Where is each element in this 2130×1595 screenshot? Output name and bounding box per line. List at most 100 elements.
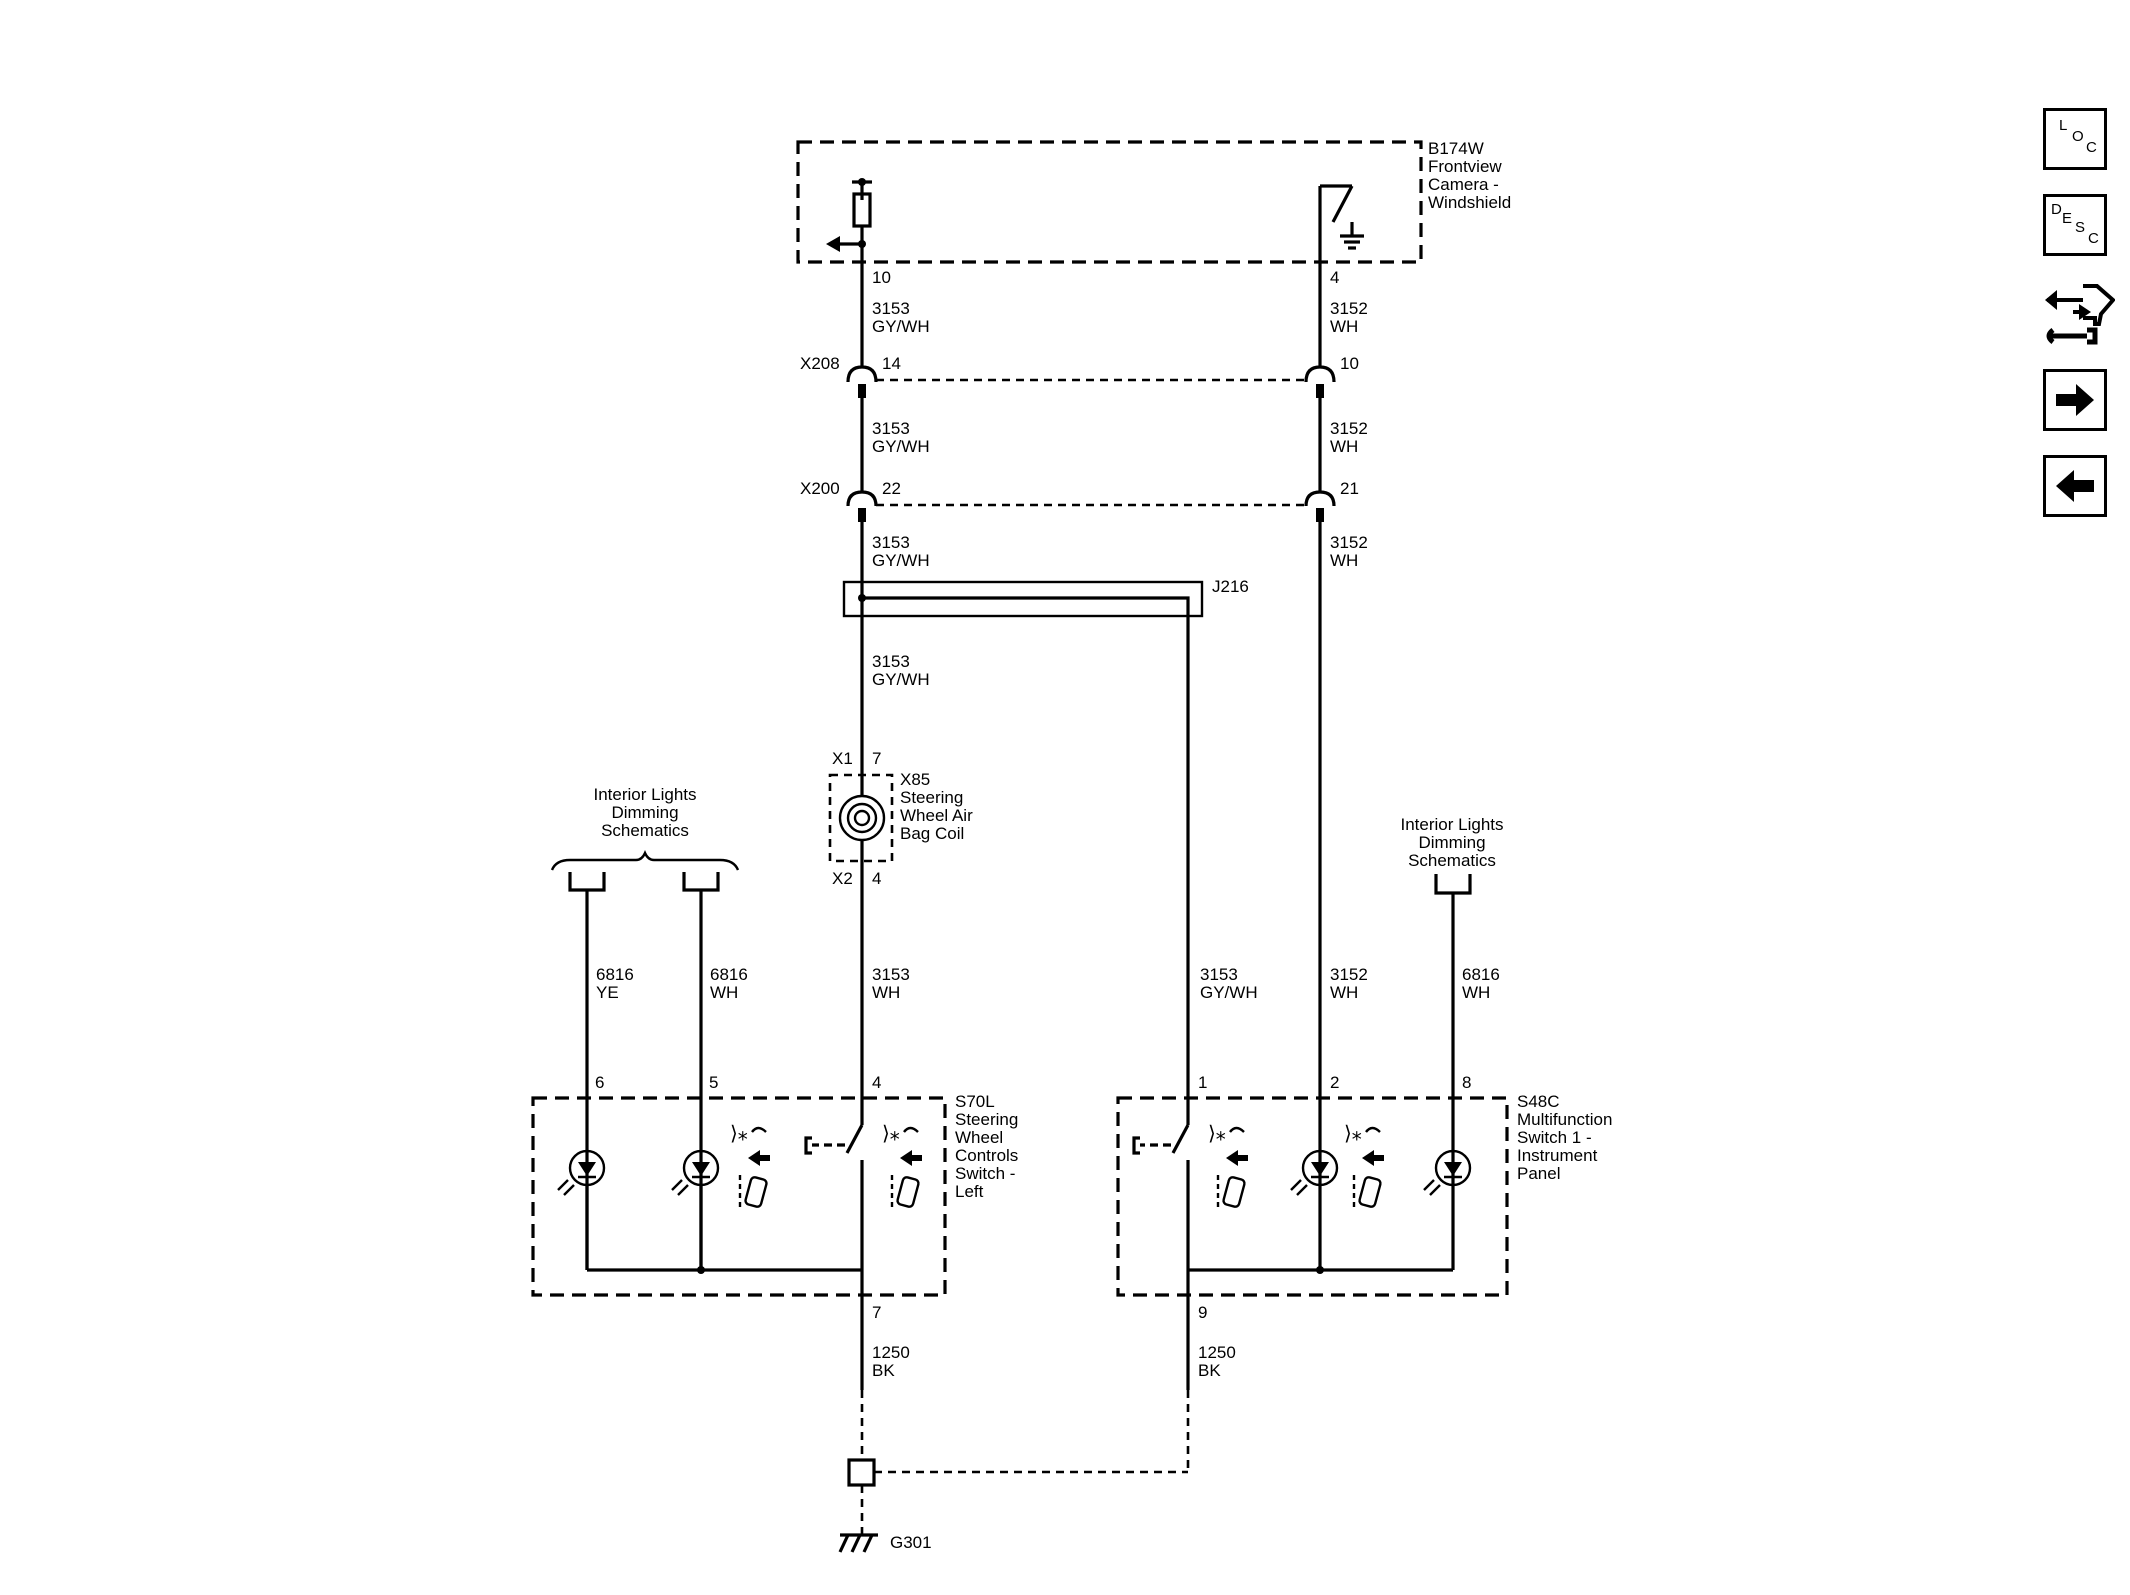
pin-s48-1: 1 [1198, 1073, 1207, 1092]
x85-box [828, 773, 894, 863]
lane-keep-assist-icon: ⟩⁎ [730, 1123, 770, 1210]
pin-s48-2: 2 [1330, 1073, 1339, 1092]
previous-arrow-button[interactable] [2043, 455, 2107, 517]
s70l-name: S70L [955, 1092, 995, 1111]
wire-label-wh-g: WH [1462, 983, 1490, 1002]
connector-x208: X208 [800, 354, 840, 373]
dim-left-1: Interior Lights [594, 785, 697, 804]
wire-label-bk-b: BK [1198, 1361, 1221, 1380]
wire-label-3152-b: 3152 [1330, 419, 1368, 438]
camera-name: B174W [1428, 139, 1484, 158]
s70l-desc-4: Switch - [955, 1164, 1015, 1183]
pin-x208-b: 10 [1340, 354, 1359, 373]
wire-label-wh-b: WH [1330, 437, 1358, 456]
s70l-desc-2: Wheel [955, 1128, 1003, 1147]
s70l-desc-5: Left [955, 1182, 984, 1201]
led-icon [1290, 1149, 1339, 1196]
s48c-switch-icon [1132, 1096, 1190, 1295]
wire-label-1250-a: 1250 [872, 1343, 910, 1362]
wire-label-gywh-d: GY/WH [872, 670, 930, 689]
s70l-desc-3: Controls [955, 1146, 1018, 1165]
wire-label-gywh-b: GY/WH [872, 437, 930, 456]
loc-letter-o: O [2072, 128, 2084, 145]
x85-desc-1: Steering [900, 788, 963, 807]
camera-desc-1: Frontview [1428, 157, 1502, 176]
dim-right-2: Dimming [1418, 833, 1485, 852]
ground-g301-icon [838, 1390, 1190, 1553]
x85-desc-2: Wheel Air [900, 806, 973, 825]
lane-keep-assist-icon: ⟩⁎ [1208, 1123, 1248, 1210]
arrow-left-icon [2056, 470, 2094, 502]
s70l-switch-icon [804, 1098, 864, 1295]
wire-label-1250-b: 1250 [1198, 1343, 1236, 1362]
wire-label-3153-d: 3153 [872, 652, 910, 671]
led-icon [671, 1149, 720, 1196]
desc-letter-c: C [2088, 230, 2099, 247]
x85-x2-label: X2 [832, 869, 853, 888]
wire-label-3153-e: 3153 [872, 965, 910, 984]
wire-label-wh-e: WH [872, 983, 900, 1002]
pin-s70-5: 5 [709, 1073, 718, 1092]
dim-right-1: Interior Lights [1401, 815, 1504, 834]
s48c-desc-4: Panel [1517, 1164, 1560, 1183]
camera-pullup-resistor-icon [826, 178, 872, 252]
x208-connector-icon [846, 365, 1336, 398]
s48c-desc-1: Multifunction [1517, 1110, 1612, 1129]
wire-label-wh-a: WH [1330, 317, 1358, 336]
pin-s48-8: 8 [1462, 1073, 1471, 1092]
next-arrow-button[interactable] [2043, 369, 2107, 431]
loc-letter-l: L [2059, 117, 2068, 134]
pin-x85-x2: 4 [872, 869, 881, 888]
lane-keep-assist-icon: ⟩⁎ [882, 1123, 922, 1210]
svg-text:⟩⁎: ⟩⁎ [1208, 1123, 1226, 1145]
connector-x200: X200 [800, 479, 840, 498]
arrow-right-icon [2056, 384, 2094, 416]
x85-name: X85 [900, 770, 930, 789]
desc-letter-e: E [2062, 210, 2073, 227]
dim-right-connector-icon [1434, 874, 1472, 895]
wire-label-gywh-c: GY/WH [872, 551, 930, 570]
x85-x1-label: X1 [832, 749, 853, 768]
s70l-desc-1: Steering [955, 1110, 1018, 1129]
dim-left-2: Dimming [611, 803, 678, 822]
pin-x200-b: 21 [1340, 479, 1359, 498]
s48c-name: S48C [1517, 1092, 1560, 1111]
wire-label-wh-f: WH [710, 983, 738, 1002]
wire-label-wh-c: WH [1330, 551, 1358, 570]
pin-s70-4: 4 [872, 1073, 881, 1092]
pin-x208-a: 14 [882, 354, 901, 373]
pin-cam-4: 4 [1330, 268, 1339, 287]
s48c-desc-2: Switch 1 - [1517, 1128, 1592, 1147]
s70l-box [531, 1096, 947, 1297]
pin-s48-9: 9 [1198, 1303, 1207, 1322]
wire-label-bk-a: BK [872, 1361, 895, 1380]
wire-label-3152-c: 3152 [1330, 533, 1368, 552]
lane-keep-assist-icon: ⟩⁎ [1344, 1123, 1384, 1210]
connector-tool-icon[interactable] [2043, 278, 2115, 348]
wire-label-wh-d: WH [1330, 983, 1358, 1002]
wire-label-3153-b: 3153 [872, 419, 910, 438]
wire-label-3153-f: 3153 [1200, 965, 1238, 984]
s48c-desc-3: Instrument [1517, 1146, 1598, 1165]
wire-label-6816-c: 6816 [1462, 965, 1500, 984]
description-button[interactable]: D E S C [2043, 194, 2107, 256]
led-icon [1423, 1149, 1472, 1196]
desc-letter-s: S [2075, 219, 2086, 236]
splice-j216-branch [862, 596, 1190, 1096]
svg-text:⟩⁎: ⟩⁎ [730, 1123, 748, 1145]
pin-cam-10: 10 [872, 268, 891, 287]
camera-ground-switch-icon [1318, 184, 1364, 262]
camera-desc-3: Windshield [1428, 193, 1511, 212]
s48c-box [1116, 1096, 1509, 1297]
pin-s70-6: 6 [595, 1073, 604, 1092]
dim-left-brace-icon [550, 849, 740, 892]
wire-label-gywh-f: GY/WH [1200, 983, 1258, 1002]
wire-label-3152-a: 3152 [1330, 299, 1368, 318]
svg-text:⟩⁎: ⟩⁎ [882, 1123, 900, 1145]
location-button[interactable]: L O C [2043, 108, 2107, 170]
wire-label-ye: YE [596, 983, 619, 1002]
led-icon [557, 1149, 606, 1196]
pin-s70-7: 7 [872, 1303, 881, 1322]
pin-x85-x1: 7 [872, 749, 881, 768]
